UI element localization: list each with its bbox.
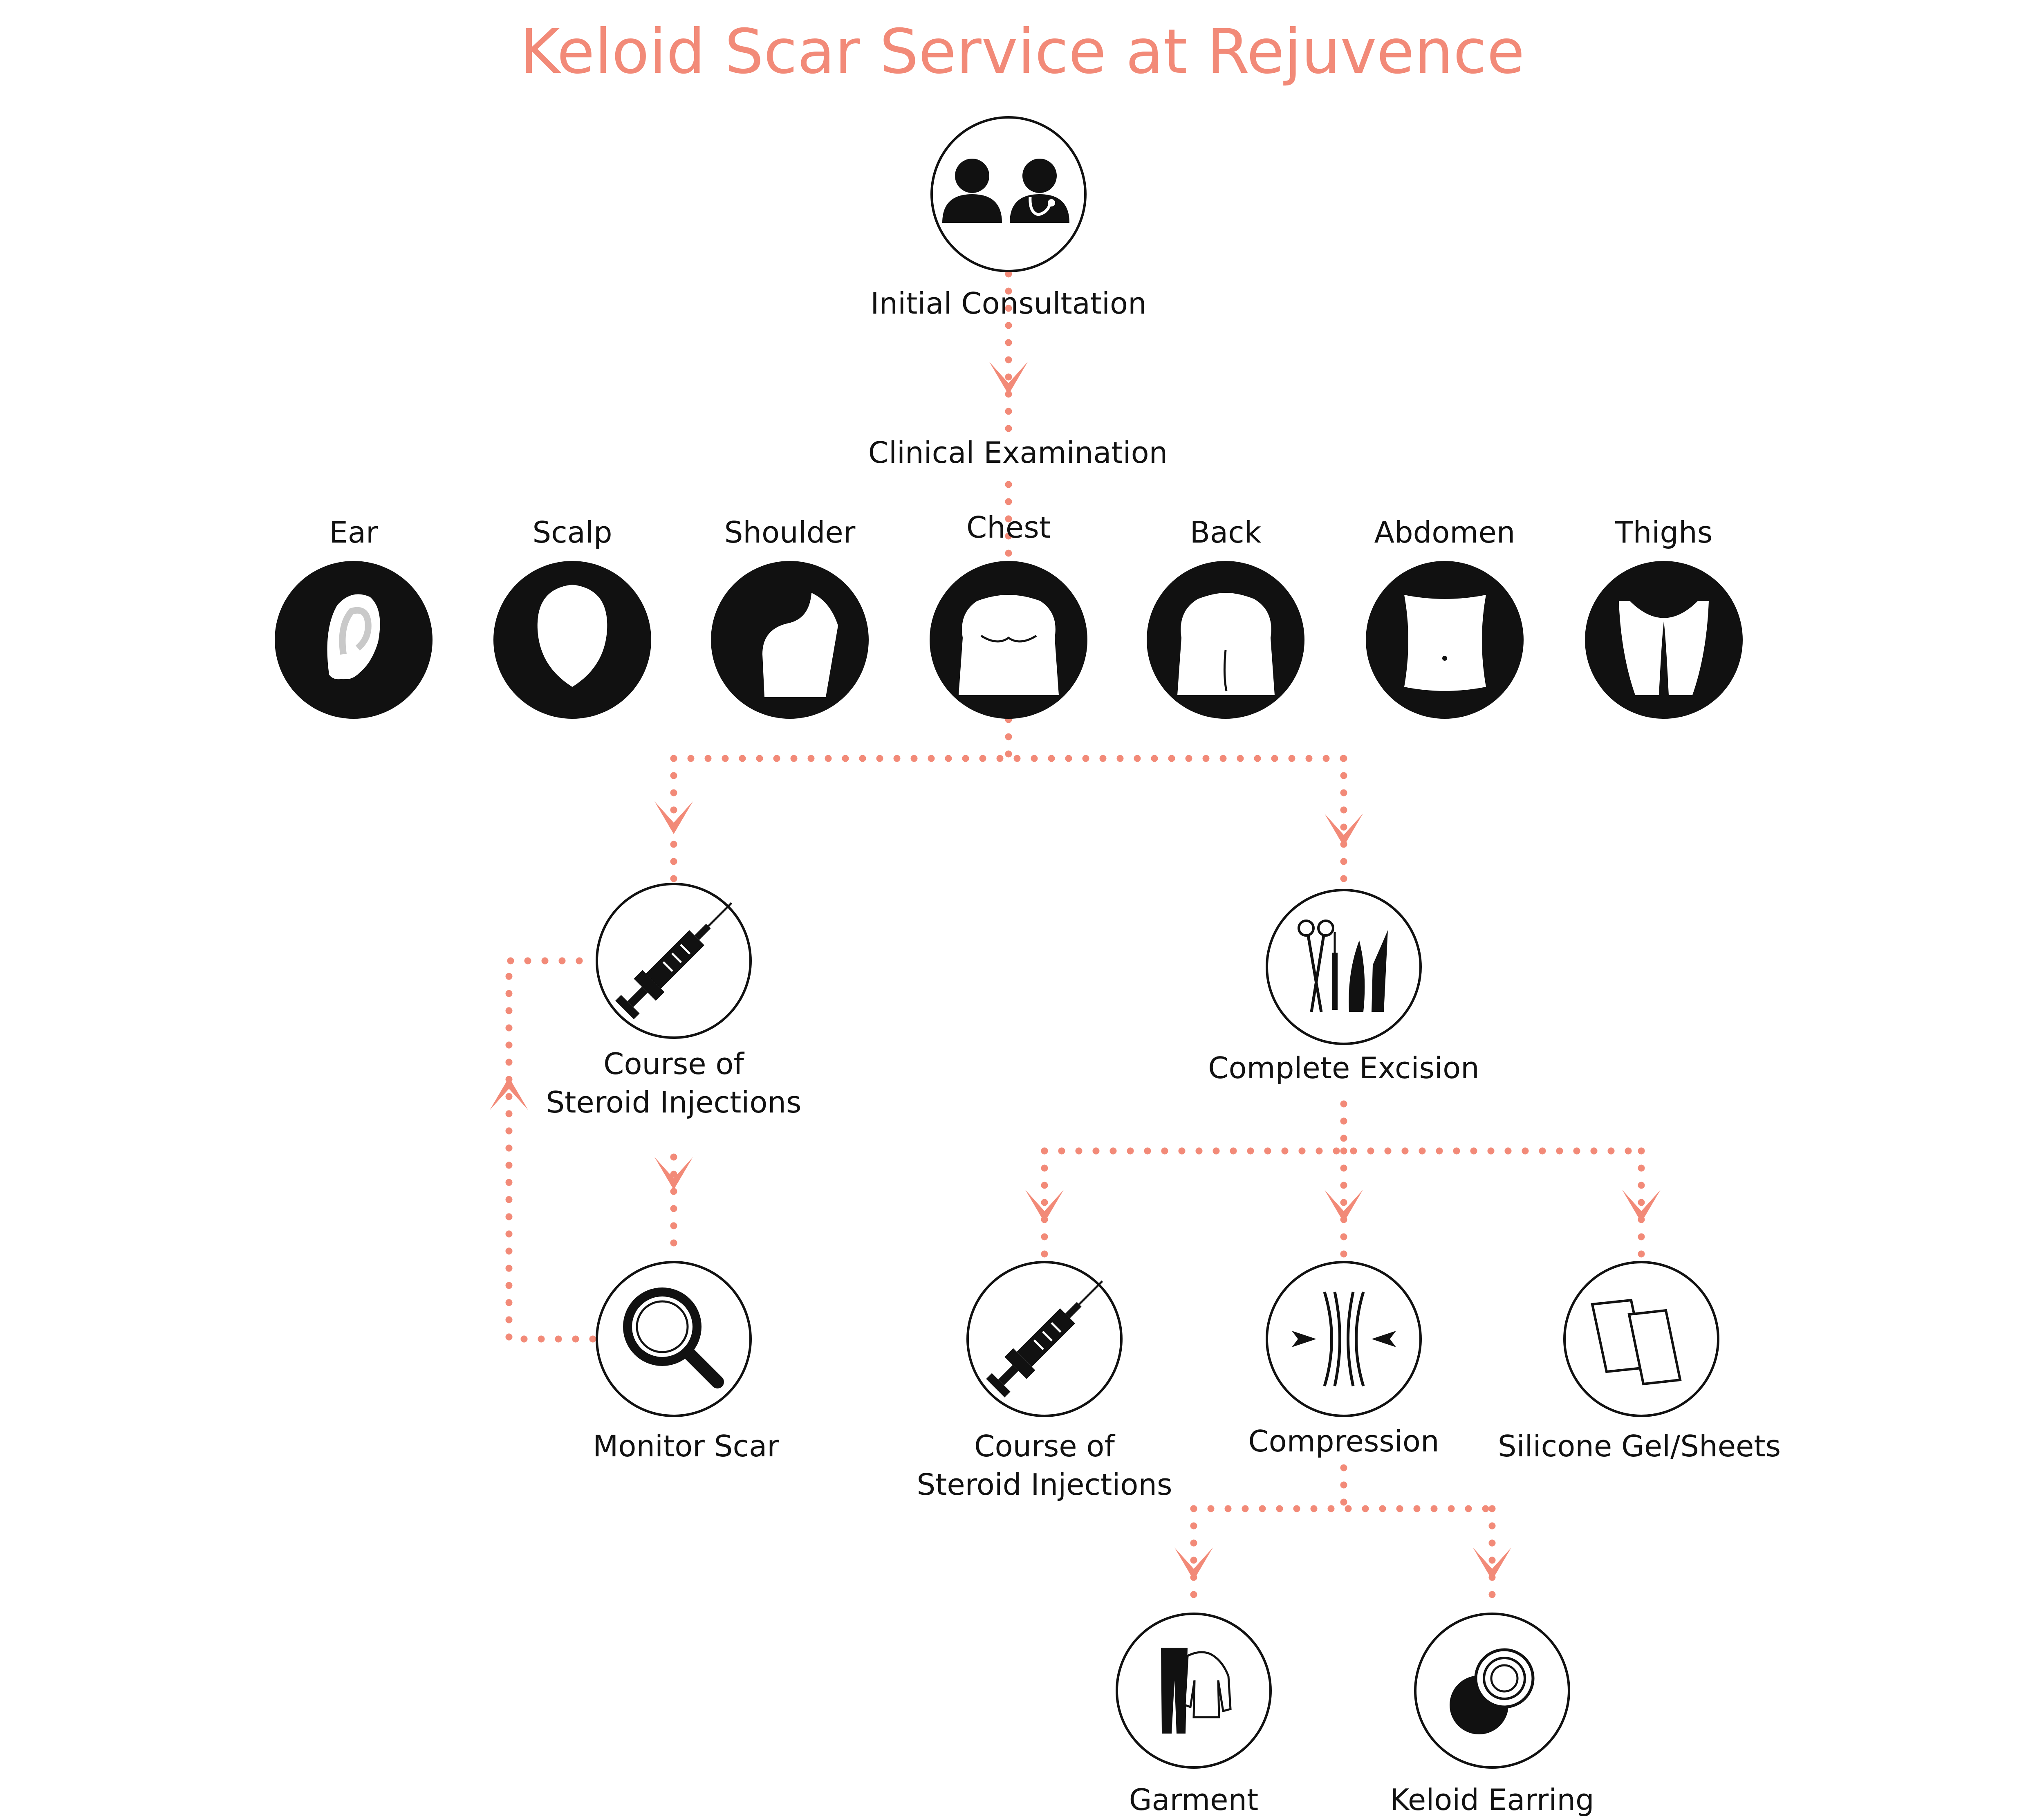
- body-area-label-back: Back: [1190, 515, 1262, 550]
- post-steroid-injections-label-line2: Steroid Injections: [917, 1467, 1172, 1502]
- body-area-label-scalp: Scalp: [532, 515, 612, 550]
- compression-icon: [1266, 1261, 1422, 1417]
- garment-icon: [1116, 1613, 1272, 1769]
- body-area-label-abdomen: Abdomen: [1374, 515, 1515, 550]
- back-icon: [1147, 561, 1304, 719]
- scalp-icon: [493, 561, 651, 719]
- body-area-label-thighs: Thighs: [1615, 515, 1713, 550]
- surgical-instruments-icon: [1266, 889, 1422, 1045]
- connectors: [505, 270, 1645, 1615]
- body-area-label-chest: Chest: [966, 510, 1051, 545]
- syringe-icon-post-excision: [966, 1261, 1123, 1417]
- arrowhead-to-compression: [1325, 1190, 1363, 1222]
- keloid-earring-label: Keloid Earring: [1390, 1783, 1594, 1817]
- abdomen-icon: [1366, 561, 1524, 719]
- steroid-injections-label-line2: Steroid Injections: [546, 1085, 802, 1119]
- compression-label: Compression: [1248, 1424, 1439, 1458]
- arrowhead-to-steroid: [654, 801, 693, 834]
- magnifying-glass-icon: [596, 1261, 752, 1417]
- arrowhead-to-garment: [1174, 1548, 1213, 1580]
- thighs-icon: [1585, 561, 1743, 719]
- clinical-examination-label: Clinical Examination: [868, 435, 1168, 470]
- post-steroid-injections-label-line1: Course of: [974, 1429, 1115, 1463]
- keloid-earring-icon: [1414, 1613, 1570, 1769]
- steroid-injections-label: Course of Steroid Injections: [546, 1045, 801, 1121]
- arrowhead-to-post-steroid: [1025, 1190, 1064, 1222]
- silicone-sheets-icon: [1563, 1261, 1719, 1417]
- body-area-label-ear: Ear: [329, 515, 378, 550]
- arrowhead-to-silicone: [1622, 1190, 1661, 1222]
- body-area-label-shoulder: Shoulder: [724, 515, 856, 550]
- monitor-scar-label: Monitor Scar: [593, 1429, 779, 1463]
- steroid-injections-label-line1: Course of: [603, 1047, 744, 1081]
- shoulder-icon: [711, 561, 869, 719]
- ear-icon: [275, 561, 433, 719]
- diagram-title: Keloid Scar Service at Rejuvence: [520, 16, 1525, 87]
- chest-icon: [930, 561, 1087, 719]
- garment-label: Garment: [1129, 1783, 1259, 1817]
- complete-excision-label: Complete Excision: [1208, 1051, 1479, 1085]
- initial-consultation-label: Initial Consultation: [870, 286, 1147, 321]
- arrowhead-to-earring: [1473, 1548, 1511, 1580]
- patient-and-doctor-icon: [930, 116, 1087, 272]
- connector-monitor-loop: [505, 957, 596, 1343]
- syringe-icon: [596, 883, 752, 1039]
- post-steroid-injections-label: Course of Steroid Injections: [917, 1427, 1172, 1504]
- silicone-label: Silicone Gel/Sheets: [1497, 1429, 1781, 1463]
